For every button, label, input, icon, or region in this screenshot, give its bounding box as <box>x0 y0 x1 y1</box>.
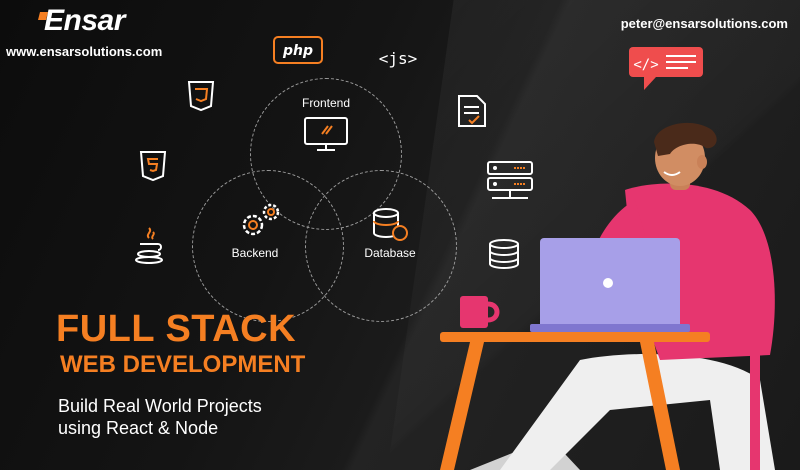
document-icon <box>458 95 486 127</box>
code-chat-icon: </> <box>629 47 703 90</box>
frontend-label: Frontend <box>301 96 351 110</box>
developer-illustration <box>440 122 775 470</box>
backend-label: Backend <box>231 246 279 260</box>
java-icon <box>135 227 163 264</box>
server-icon <box>487 161 533 199</box>
monitor-icon <box>304 117 348 151</box>
database-ring <box>305 170 457 322</box>
php-icon: php <box>273 36 323 64</box>
tagline-line2: using React & Node <box>58 418 219 438</box>
headline-title: FULL STACK <box>56 308 297 350</box>
js-icon: <js> <box>379 49 418 68</box>
js-text: <js> <box>379 49 418 68</box>
logo-mark-icon <box>38 12 48 20</box>
gears-icon <box>242 203 280 236</box>
database-sync-icon <box>373 208 408 241</box>
headline-subtitle: WEB DEVELOPMENT <box>60 351 306 378</box>
svg-text:</>: </> <box>633 57 658 73</box>
website-url: www.ensarsolutions.com <box>6 44 163 59</box>
tagline-line1: Build Real World Projects <box>58 396 262 416</box>
php-text: php <box>282 43 313 59</box>
css3-icon <box>187 81 215 112</box>
brand-logo: Ensar <box>44 4 125 37</box>
storage-icon <box>489 239 519 269</box>
contact-email: peter@ensarsolutions.com <box>620 16 788 31</box>
html5-icon <box>139 151 167 182</box>
database-label: Database <box>364 246 416 260</box>
